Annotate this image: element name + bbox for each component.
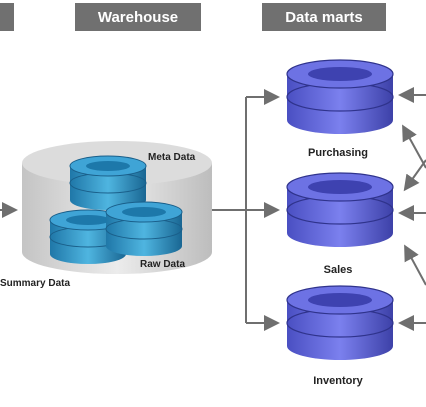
raw-data-label: Raw Data bbox=[140, 259, 185, 270]
meta-data-label: Meta Data bbox=[148, 152, 196, 163]
warehouse-header-label: Warehouse bbox=[98, 9, 178, 26]
inventory-db-icon bbox=[286, 285, 394, 360]
meta-data-db-icon bbox=[69, 155, 147, 210]
data-marts-header bbox=[262, 3, 386, 31]
data-marts-header-label: Data marts bbox=[285, 9, 363, 26]
right-diagonal-arrow-3 bbox=[404, 244, 426, 286]
right-diagonal-arrow-2 bbox=[402, 124, 426, 169]
purchasing-db-icon bbox=[286, 59, 394, 134]
raw-data-db-icon bbox=[105, 201, 183, 256]
sales-label: Sales bbox=[324, 264, 353, 276]
summary-data-label: Summary Data bbox=[0, 278, 70, 289]
sales-db-icon bbox=[286, 172, 394, 247]
inventory-label: Inventory bbox=[313, 375, 363, 387]
left-header-bar bbox=[0, 3, 14, 31]
warehouse-header bbox=[75, 3, 201, 31]
purchasing-label: Purchasing bbox=[308, 147, 368, 159]
right-diagonal-arrow-1 bbox=[403, 159, 426, 192]
